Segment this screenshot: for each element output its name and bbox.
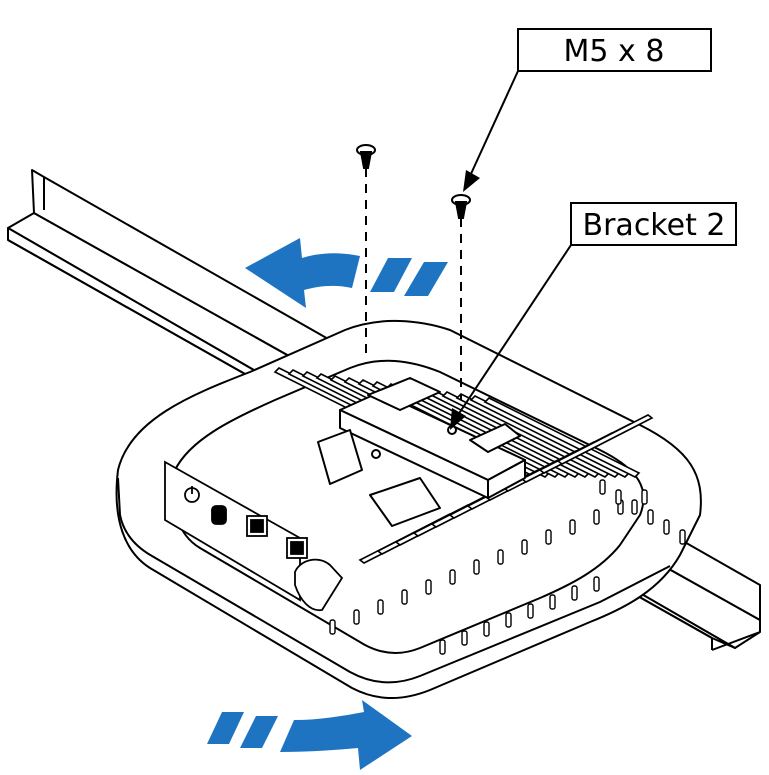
vent-slot — [483, 621, 490, 637]
ethernet-port-1 — [246, 515, 268, 537]
vent-slot — [679, 529, 686, 545]
vent-slot — [425, 579, 432, 595]
vent-slot — [569, 519, 576, 535]
vent-slot — [593, 576, 600, 592]
vent-slot — [521, 539, 528, 555]
fin — [556, 414, 654, 465]
vent-slot — [631, 499, 638, 515]
vent-slot — [641, 489, 648, 505]
vent-slot — [599, 479, 606, 495]
vent-slot — [473, 559, 480, 575]
vent-slot — [505, 612, 512, 628]
callout-bracket: Bracket 2 — [450, 202, 737, 430]
arrow-left-icon — [245, 238, 448, 308]
vent-slot — [461, 630, 468, 646]
vent-slot — [663, 519, 670, 535]
bracket-label: Bracket 2 — [583, 208, 726, 243]
vent-slot — [401, 589, 408, 605]
vent-slot — [439, 639, 446, 655]
vent-slot — [377, 599, 384, 615]
vent-slot — [497, 549, 504, 565]
leader-arrowhead — [463, 170, 480, 192]
vent-slot — [329, 619, 336, 635]
vent-slot — [353, 609, 360, 625]
ethernet-port-2 — [286, 537, 308, 559]
mounting-bracket — [317, 377, 526, 527]
side-vents — [329, 479, 686, 655]
vent-slot — [549, 594, 556, 610]
vent-slot — [571, 585, 578, 601]
vent-slot — [527, 603, 534, 619]
vent-slot — [593, 509, 600, 525]
arrow-right-icon — [207, 700, 412, 770]
screw-left — [356, 144, 376, 360]
vent-slot — [615, 489, 622, 505]
dc-port — [211, 505, 227, 525]
device-base-rim — [117, 477, 671, 684]
leader-arrowhead — [450, 408, 466, 430]
cable-guard — [294, 558, 344, 612]
vent-slot — [647, 509, 654, 525]
vent-slot — [449, 569, 456, 585]
screw-right — [451, 194, 471, 400]
callout-screw: M5 x 8 — [463, 28, 712, 192]
port-panel — [164, 460, 344, 612]
screw-label: M5 x 8 — [564, 34, 665, 69]
power-symbol-icon — [184, 486, 200, 503]
vent-slot — [545, 529, 552, 545]
